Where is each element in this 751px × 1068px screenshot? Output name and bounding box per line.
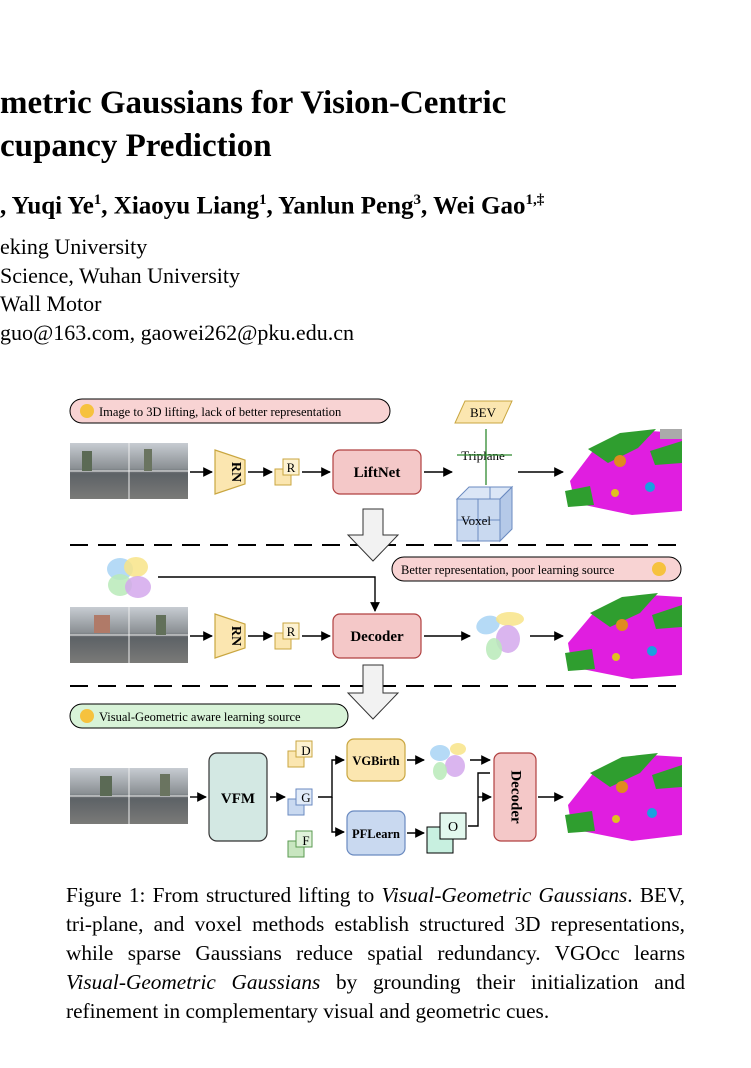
caption-text-3: by grounding their initialization and re…	[66, 970, 685, 1023]
author-4-affil: 1,‡	[525, 192, 545, 208]
banner-lifting: Image to 3D lifting, lack of better repr…	[69, 398, 391, 424]
banner-visual-geometric: Visual-Geometric aware learning source	[69, 703, 349, 729]
paper-title: metric Gaussians for Vision-Centric cupa…	[0, 82, 506, 168]
decoder-module-3: Decoder	[493, 752, 537, 842]
bev-label: BEV	[470, 405, 497, 420]
liftnet-label: LiftNet	[354, 465, 401, 481]
vgbirth-module: VGBirth	[346, 738, 406, 782]
banner-better-representation-text: Better representation, poor learning sou…	[401, 563, 615, 577]
output-o-label: O	[448, 820, 458, 835]
caption-italic-1: Visual-Geometric Gaussians	[381, 883, 628, 907]
affiliation-2: Science, Wuhan University	[0, 262, 241, 288]
feature-f-label: F	[302, 833, 309, 848]
camera-images-1	[70, 443, 188, 499]
gaussian-cluster-output	[476, 612, 524, 660]
feature-d: D	[287, 740, 313, 768]
sad-face-icon	[80, 404, 94, 418]
backbone-rn-1: RN	[214, 449, 246, 495]
vfm-label: VFM	[221, 791, 255, 807]
caption-label: Figure 1:	[66, 883, 146, 907]
sad-face-icon	[652, 562, 666, 576]
bev-shape	[454, 400, 513, 424]
pflearn-module: PFLearn	[346, 810, 406, 856]
camera-images-3	[70, 768, 188, 824]
pflearn-label: PFLearn	[352, 827, 400, 841]
feature-d-label: D	[301, 743, 310, 758]
smile-face-icon	[80, 709, 94, 723]
down-arrow-1	[346, 508, 400, 562]
author-2-affil: 1	[258, 192, 267, 208]
author-1: Yuqi Ye	[11, 192, 94, 220]
caption-text-1: From structured lifting to	[145, 883, 382, 907]
affiliation-1: eking University	[0, 234, 148, 259]
row-3: Visual-Geometric aware learning source V…	[69, 703, 682, 858]
feature-r-2-label: R	[287, 624, 296, 639]
feature-f: F	[287, 830, 313, 858]
occupancy-output-2	[565, 593, 682, 679]
occupancy-output-3	[565, 753, 682, 841]
gaussian-cluster-input	[107, 557, 151, 598]
decoder-module-2: Decoder	[332, 613, 422, 659]
backbone-rn-1-label: RN	[228, 462, 243, 482]
affiliation-3: Wall Motor	[0, 291, 102, 316]
voxel-cube	[455, 485, 514, 543]
vgbirth-label: VGBirth	[352, 754, 399, 768]
representation-options: BEV Triplane Voxel	[454, 400, 514, 543]
author-2: Xiaoyu Liang	[113, 192, 259, 220]
occupancy-output-1	[565, 429, 682, 515]
contact-emails: guo@163.com, gaowei262@pku.edu.cn	[0, 319, 354, 345]
feature-r-2: R	[274, 622, 300, 650]
author-1-affil: 1	[93, 192, 102, 208]
vfm-module: VFM	[208, 752, 268, 842]
title-line-2: cupancy Prediction	[0, 128, 272, 164]
affiliations: eking University Science, Wuhan Universi…	[0, 233, 354, 347]
decoder-3-label: Decoder	[508, 770, 524, 824]
down-arrow-2	[346, 664, 400, 720]
author-4: Wei Gao	[433, 192, 526, 220]
row-1: Image to 3D lifting, lack of better repr…	[69, 398, 682, 543]
backbone-rn-2: RN	[214, 613, 246, 659]
author-3: Yanlun Peng	[278, 192, 414, 220]
title-line-1: metric Gaussians for Vision-Centric	[0, 85, 507, 121]
voxel-label: Voxel	[461, 513, 491, 528]
author-lead: ,	[0, 192, 12, 220]
caption-italic-2: Visual-Geometric Gaussians	[66, 970, 321, 994]
caption-text-2: . BEV, tri-plane, and voxel methods esta…	[66, 883, 686, 965]
author-3-affil: 3	[413, 192, 422, 208]
feature-r-1-label: R	[287, 460, 296, 475]
author-list: , Yuqi Ye1, Xiaoyu Liang1, Yanlun Peng3,…	[0, 192, 545, 220]
banner-lifting-text: Image to 3D lifting, lack of better repr…	[99, 405, 342, 419]
feature-g-label: G	[301, 790, 310, 805]
liftnet-module: LiftNet	[332, 449, 422, 495]
row-2: Better representation, poor learning sou…	[70, 556, 682, 679]
banner-visual-geometric-text: Visual-Geometric aware learning source	[99, 710, 301, 724]
banner-better-representation: Better representation, poor learning sou…	[391, 556, 682, 582]
overview-figure: Image to 3D lifting, lack of better repr…	[69, 398, 682, 858]
feature-g: G	[287, 788, 313, 816]
output-o: O	[426, 812, 467, 854]
camera-images-2	[70, 607, 188, 663]
feature-r-1: R	[274, 458, 300, 486]
backbone-rn-2-label: RN	[228, 626, 243, 646]
figure-caption: Figure 1: From structured lifting to Vis…	[66, 881, 685, 1026]
gaussian-cluster-birth	[430, 743, 466, 780]
decoder-2-label: Decoder	[350, 629, 404, 645]
